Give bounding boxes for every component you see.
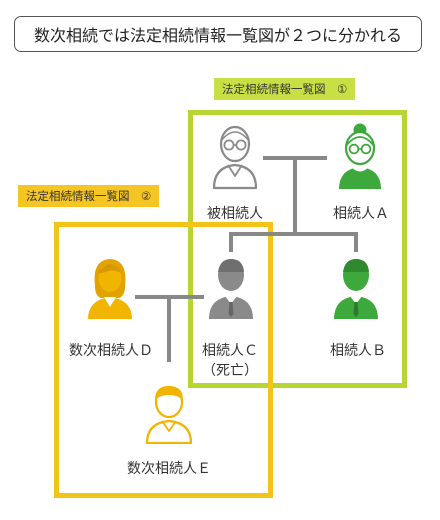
man-icon	[209, 259, 253, 319]
child-line-c	[229, 232, 233, 252]
heir-c-label: 相続人Ｃ	[202, 343, 258, 359]
group-tag-2: 法定相続情報一覧図 ②	[18, 185, 160, 207]
child-line-b	[354, 232, 358, 252]
group-frame-2	[54, 222, 273, 498]
heir-c-figure	[206, 256, 256, 320]
elderly-woman-glasses-icon	[339, 123, 381, 189]
deceased-figure	[210, 124, 260, 190]
heir-b-label: 相続人Ｂ	[330, 343, 386, 359]
heir-a-label: 相続人Ａ	[333, 206, 389, 222]
heir-d-figure	[84, 256, 136, 320]
deceased-label: 被相続人	[207, 206, 263, 222]
heir-e-figure	[144, 382, 194, 444]
group-tag-1: 法定相続情報一覧図 ①	[214, 78, 356, 100]
diagram-title: 数次相続では法定相続情報一覧図が２つに分かれる	[14, 16, 422, 52]
group-frame-1	[188, 110, 407, 388]
children-bar	[229, 232, 358, 236]
elderly-man-glasses-icon	[212, 125, 258, 190]
heir-b-figure	[331, 256, 381, 320]
man-icon	[334, 259, 378, 319]
woman-icon	[88, 259, 132, 319]
descent-line-top	[293, 158, 297, 234]
young-man-icon	[145, 385, 193, 444]
descent-line-lower	[167, 297, 171, 362]
heir-a-figure	[335, 122, 385, 190]
heir-d-label: 数次相続人Ｄ	[69, 343, 153, 359]
heir-c-note: （死亡）	[202, 363, 258, 379]
heir-e-label: 数次相続人Ｅ	[127, 461, 211, 477]
